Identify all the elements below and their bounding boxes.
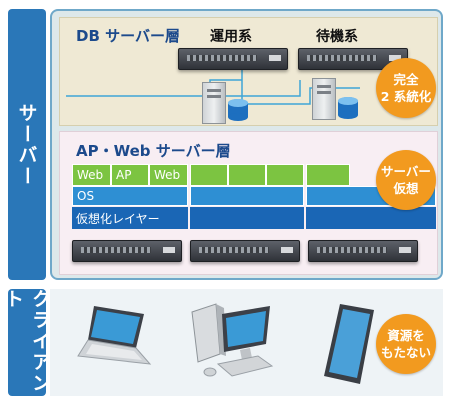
os-layer: OS: [72, 186, 188, 206]
db-layer-title: DB サーバー層: [76, 27, 180, 45]
tablet-icon: [324, 304, 374, 384]
vm-cell-web: Web: [149, 164, 188, 186]
db-layer-panel: [59, 17, 438, 126]
database-icon: [338, 97, 358, 119]
standby-system-label: 待機系: [316, 29, 358, 45]
virtualization-layer: [306, 207, 436, 229]
vm-cell-ap: AP: [111, 164, 149, 186]
redundancy-badge: 完全 2 系統化: [376, 58, 436, 118]
ap-rack-server: [190, 240, 300, 262]
ap-web-layer-title: AP・Web サーバー層: [76, 142, 231, 160]
no-resources-badge: 資源を もたない: [376, 314, 436, 374]
vm-cell: [306, 164, 350, 186]
vm-cell: [266, 164, 304, 186]
desktop-pc-icon: [191, 303, 274, 377]
database-icon: [228, 99, 248, 121]
laptop-icon: [77, 306, 152, 365]
vm-cell-web: Web: [72, 164, 111, 186]
db-standby-tower-server: [312, 78, 336, 120]
vm-cell: [190, 164, 228, 186]
server-label: サーバー: [8, 9, 46, 280]
ap-rack-server: [308, 240, 418, 262]
db-active-tower-server: [202, 82, 226, 124]
db-active-rack-server: [178, 48, 288, 70]
client-label: クライアント: [2, 289, 51, 396]
virtualization-layer: 仮想化レイヤー: [72, 207, 188, 229]
virtualization-badge: サーバー 仮想: [376, 150, 436, 210]
db-standby-rack-server: [298, 48, 408, 70]
virtualization-layer: [190, 207, 304, 229]
active-system-label: 運用系: [210, 29, 252, 45]
ap-rack-server: [72, 240, 182, 262]
os-layer: [190, 186, 304, 206]
vm-cell: [228, 164, 266, 186]
